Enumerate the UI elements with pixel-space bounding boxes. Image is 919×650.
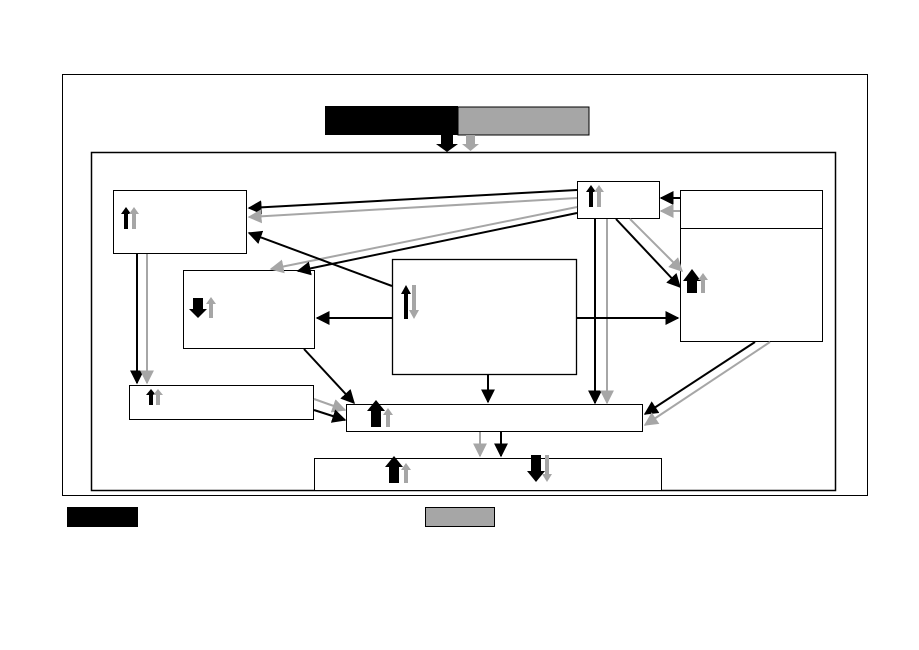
header-bar-left	[325, 106, 458, 135]
legend	[67, 507, 495, 527]
outer-frame	[62, 74, 868, 496]
header-bar-right	[457, 106, 590, 136]
indicator-lower-left	[146, 389, 163, 405]
indicator-top-left	[121, 207, 139, 229]
node-right-box	[680, 190, 823, 342]
edge-lowerleft-bottom-black	[313, 409, 347, 423]
indicator-top-center	[586, 185, 604, 207]
legend-swatch-black	[67, 507, 138, 527]
node-center	[391, 258, 578, 376]
indicator-output-down	[527, 455, 552, 482]
indicators	[121, 185, 708, 483]
edge-midleft-bottom	[303, 348, 355, 405]
node-output	[314, 458, 662, 491]
indicator-right-box	[683, 269, 708, 293]
edge-topcenter-midleft-black	[296, 212, 578, 276]
node-bottom-wide	[346, 404, 643, 432]
legend-swatch-gray	[425, 507, 495, 527]
edge-right-bottom-black	[643, 341, 756, 415]
edge-right-bottom-gray	[643, 341, 771, 426]
edge-topcenter-right-black	[615, 218, 681, 289]
connectors	[130, 189, 771, 458]
indicator-mid-left	[189, 297, 216, 318]
indicator-output-up	[385, 456, 411, 483]
edge-topcenter-midleft-gray	[269, 206, 578, 274]
edge-topcenter-topleft-gray	[247, 197, 578, 224]
header-down-arrows	[436, 135, 479, 152]
edge-center-topleft	[247, 230, 393, 287]
edge-topcenter-topleft-black	[247, 189, 578, 215]
edge-topcenter-right-gray	[629, 218, 683, 272]
node-top-center	[577, 181, 660, 219]
node-lower-left	[129, 385, 314, 420]
indicator-bottom-wide	[367, 400, 393, 427]
indicator-center	[401, 285, 419, 319]
edge-lowerleft-bottom-gray	[313, 398, 347, 413]
